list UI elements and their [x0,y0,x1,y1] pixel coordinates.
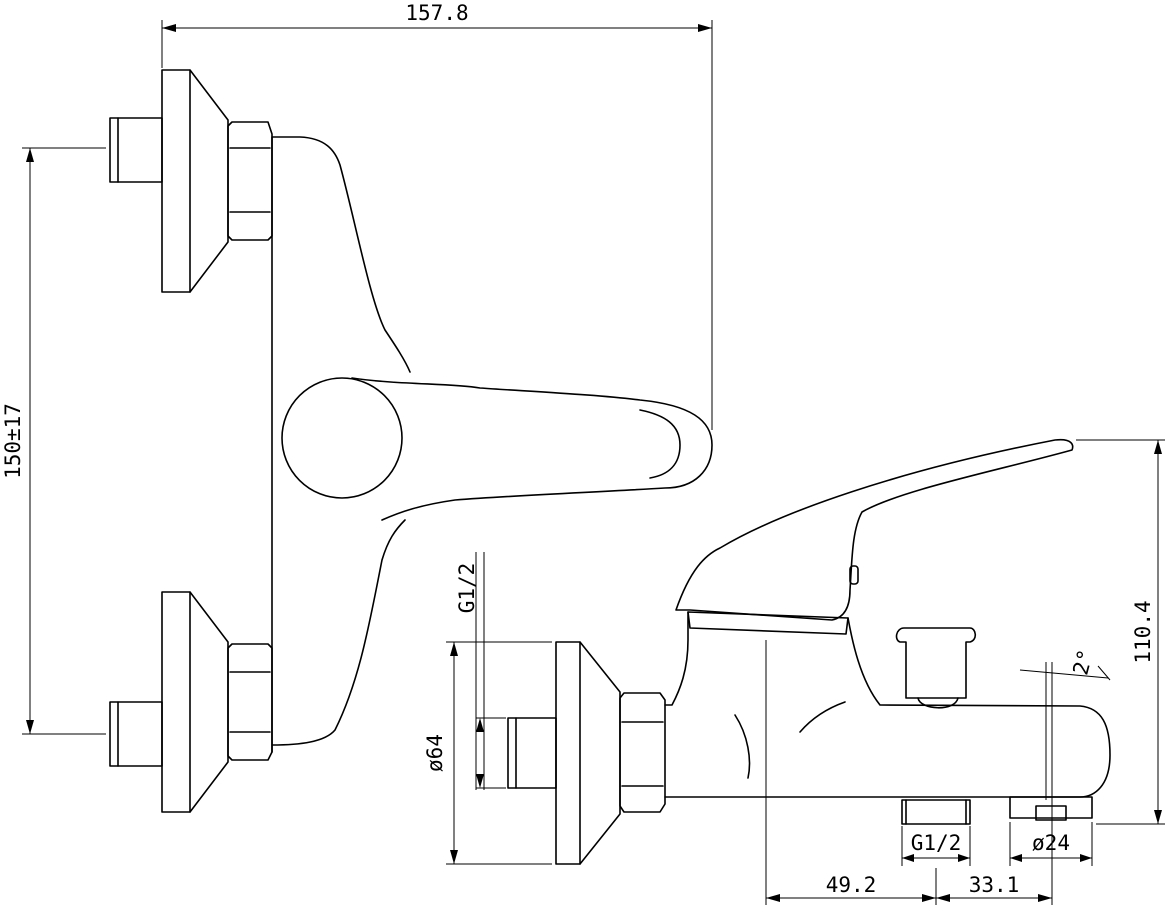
top-view [109,69,713,813]
lever-disc [281,377,403,499]
inlet-thread-label: G1/2 [455,563,479,614]
tilt-angle-dimension: 2° [1019,647,1111,681]
inlet-spacing-label: 150±17 [1,403,25,479]
height-label: 110.4 [1131,600,1155,663]
width-label: 157.8 [405,1,468,25]
side-wall-flange [555,641,621,865]
diverter-knob [895,627,977,699]
upper-hex-nut [227,121,273,241]
height-dimension: 110.4 [1076,439,1165,825]
upper-wall-flange [161,69,229,293]
lever-side [675,438,1074,621]
lower-hex-nut [227,643,273,761]
flange-diameter-dimension: ø64 [423,641,552,865]
flange-diameter-label: ø64 [423,734,447,772]
inlet-spacing-dimension: 150±17 [1,147,106,735]
side-view [507,438,1111,865]
inlet-thread-dimension: G1/2 [455,552,506,790]
cartridge-collar [687,611,849,635]
spout-aerator [1009,796,1093,819]
outlet-thread-label: G1/2 [911,831,962,855]
outlet-thread-dimension: G1/2 [901,826,971,866]
tilt-angle-label: 2° [1068,647,1098,678]
outlet-thread-fitting [901,799,971,825]
inlet-to-outlet-offset-label: 49.2 [826,873,877,897]
lower-wall-flange [161,591,229,813]
offset-dimensions: 49.2 33.1 [765,640,1053,905]
outlet-diameter-dimension: ø24 [1009,822,1093,866]
lever-handle-plan [351,377,713,521]
mixer-body-side [664,611,1111,798]
outlet-diameter-label: ø24 [1032,831,1070,855]
width-dimension: 157.8 [161,1,713,430]
side-hex-nut [619,692,666,813]
outlet-spacing-label: 33.1 [969,873,1020,897]
mixer-body-plan [271,136,411,753]
